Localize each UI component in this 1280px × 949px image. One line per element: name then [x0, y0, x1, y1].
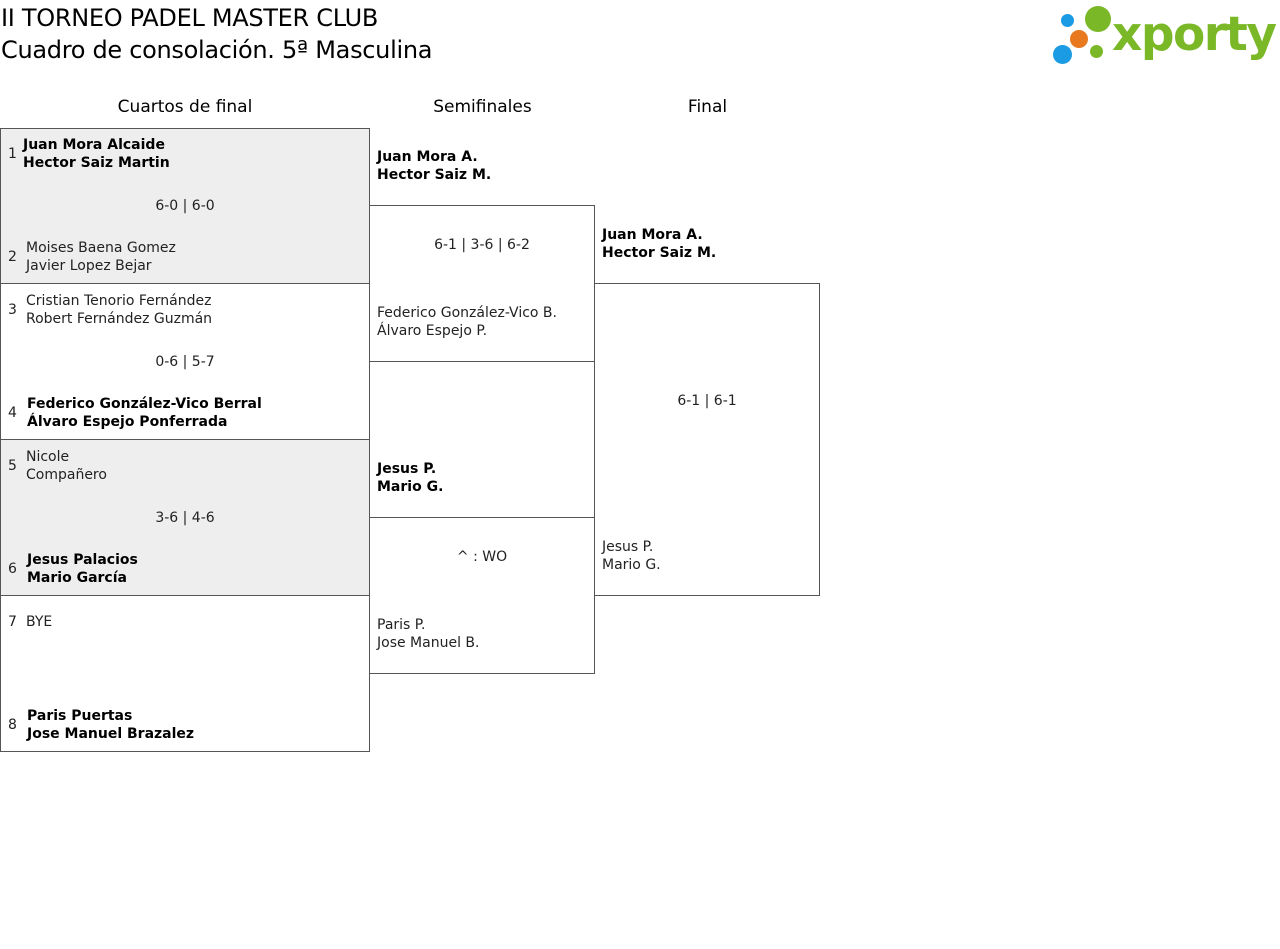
player-name: Álvaro Espejo Ponferrada	[27, 414, 228, 430]
seed-number: 8	[8, 717, 17, 733]
player-name: Moises Baena Gomez	[26, 240, 176, 256]
player-name: Federico González-Vico Berral	[27, 396, 262, 412]
xporty-logo[interactable]: xporty	[1050, 4, 1277, 68]
player-name: Juan Mora A.	[377, 149, 478, 165]
player-name: Mario G.	[602, 557, 661, 573]
player-name: Federico González-Vico B.	[377, 305, 557, 321]
player-name: Paris P.	[377, 617, 426, 633]
player-name: Hector Saiz M.	[377, 167, 492, 183]
team-entry[interactable]: Moises Baena Gomez Javier Lopez Bejar	[26, 239, 176, 275]
player-name: Hector Saiz M.	[602, 245, 717, 261]
logo-dot-blue	[1053, 45, 1072, 64]
player-name: Jesus P.	[602, 539, 654, 555]
draw-subtitle: Cuadro de consolación. 5ª Masculina	[1, 36, 433, 64]
logo-dot-orange	[1070, 30, 1088, 48]
seed-number: 5	[8, 458, 17, 474]
quarterfinal-match-3	[0, 439, 370, 596]
logo-dot-green-small	[1090, 45, 1103, 58]
seed-number: 7	[8, 614, 17, 630]
player-name: Jose Manuel Brazalez	[27, 726, 195, 742]
logo-dot-blue-small	[1061, 14, 1074, 27]
team-entry[interactable]: Paris Puertas Jose Manuel Brazalez	[27, 707, 194, 743]
team-entry[interactable]: Nicole Compañero	[26, 448, 107, 484]
logo-dot-green	[1085, 6, 1111, 32]
logo-wordmark: xporty	[1112, 7, 1277, 62]
player-name: Paris Puertas	[27, 708, 133, 724]
team-entry[interactable]: Juan Mora A. Hector Saiz M.	[377, 148, 491, 184]
final-match	[594, 283, 820, 596]
bye-label: BYE	[26, 614, 53, 630]
team-entry-bye: BYE	[26, 613, 52, 631]
player-name: Cristian Tenorio Fernández	[26, 293, 212, 309]
player-name: Javier Lopez Bejar	[26, 258, 152, 274]
round-header-final: Final	[687, 97, 728, 117]
tournament-title: II TORNEO PADEL MASTER CLUB	[1, 4, 379, 32]
match-score: 3-6 | 4-6	[155, 510, 215, 526]
team-entry[interactable]: Jesus P. Mario G.	[602, 538, 661, 574]
player-name: Hector Saiz Martin	[23, 155, 170, 171]
player-name: Compañero	[26, 467, 107, 483]
team-entry[interactable]: Jesus Palacios Mario García	[27, 551, 138, 587]
match-score: 6-0 | 6-0	[155, 198, 215, 214]
quarterfinal-match-1	[0, 128, 370, 284]
player-name: Jesus P.	[377, 461, 437, 477]
team-entry[interactable]: Jesus P. Mario G.	[377, 460, 443, 496]
match-score: 6-1 | 6-1	[677, 393, 737, 409]
player-name: Jose Manuel B.	[377, 635, 480, 651]
player-name: Juan Mora A.	[602, 227, 703, 243]
round-header-semifinals: Semifinales	[433, 97, 532, 117]
round-header-quarterfinals: Cuartos de final	[117, 97, 253, 117]
match-score: ^ : WO	[456, 549, 508, 565]
player-name: Álvaro Espejo P.	[377, 323, 488, 339]
seed-number: 4	[8, 405, 17, 421]
team-entry[interactable]: Federico González-Vico B. Álvaro Espejo …	[377, 304, 557, 340]
player-name: Juan Mora Alcaide	[23, 137, 165, 153]
seed-number: 1	[8, 146, 17, 162]
player-name: Jesus Palacios	[27, 552, 138, 568]
team-entry[interactable]: Juan Mora A. Hector Saiz M.	[602, 226, 716, 262]
player-name: Mario García	[27, 570, 127, 586]
team-entry[interactable]: Paris P. Jose Manuel B.	[377, 616, 479, 652]
seed-number: 6	[8, 561, 17, 577]
team-entry[interactable]: Federico González-Vico Berral Álvaro Esp…	[27, 395, 262, 431]
team-entry[interactable]: Cristian Tenorio Fernández Robert Fernán…	[26, 292, 212, 328]
player-name: Robert Fernández Guzmán	[26, 311, 213, 327]
match-score: 6-1 | 3-6 | 6-2	[434, 237, 530, 253]
seed-number: 2	[8, 249, 17, 265]
player-name: Nicole	[26, 449, 70, 465]
team-entry[interactable]: Juan Mora Alcaide Hector Saiz Martin	[23, 136, 170, 172]
seed-number: 3	[8, 302, 17, 318]
match-score: 0-6 | 5-7	[155, 354, 215, 370]
player-name: Mario G.	[377, 479, 444, 495]
